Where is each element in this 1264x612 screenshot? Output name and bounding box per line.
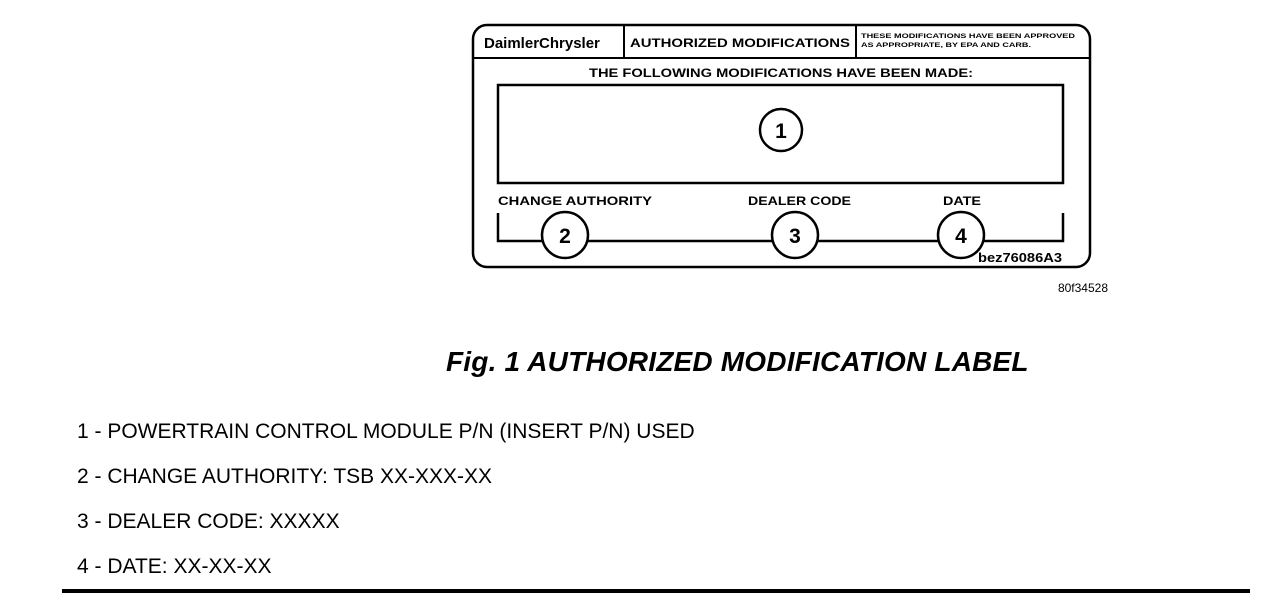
label-heading: AUTHORIZED MODIFICATIONS bbox=[630, 36, 850, 50]
callout-2: 2 bbox=[559, 225, 571, 248]
callout-3-circle bbox=[770, 210, 820, 260]
approval-note-line2: AS APPROPRIATE, BY EPA AND CARB. bbox=[861, 43, 1031, 49]
callout-3: 3 bbox=[789, 225, 801, 248]
figure-caption: Fig. 1 AUTHORIZED MODIFICATION LABEL bbox=[446, 346, 1029, 377]
legend-item-3: 3 - DEALER CODE: XXXXX bbox=[77, 510, 340, 533]
field-date: DATE bbox=[943, 194, 981, 208]
label-subheading: THE FOLLOWING MODIFICATIONS HAVE BEEN MA… bbox=[589, 66, 973, 80]
callout-1: 1 bbox=[775, 120, 787, 143]
label-code: bez76086A3 bbox=[978, 250, 1062, 265]
legend-item-1: 1 - POWERTRAIN CONTROL MODULE P/N (INSER… bbox=[77, 420, 695, 443]
legend-item-2: 2 - CHANGE AUTHORITY: TSB XX-XXX-XX bbox=[77, 465, 493, 488]
modifications-box bbox=[496, 83, 1065, 185]
field-dealer-code: DEALER CODE bbox=[748, 194, 851, 208]
callout-2-circle bbox=[540, 210, 590, 260]
page-rule bbox=[62, 589, 1250, 593]
legend-list: 1 - POWERTRAIN CONTROL MODULE P/N (INSER… bbox=[77, 418, 695, 598]
approval-note-line1: THESE MODIFICATIONS HAVE BEEN APPROVED bbox=[861, 34, 1076, 40]
callout-4: 4 bbox=[955, 225, 967, 248]
label-outline bbox=[471, 23, 1092, 269]
callout-4-circle bbox=[936, 210, 986, 260]
callout-1-circle bbox=[758, 107, 804, 153]
figure-code: 80f34528 bbox=[1058, 281, 1108, 295]
brand-name: DaimlerChrysler bbox=[484, 35, 600, 52]
legend-item-4: 4 - DATE: XX-XX-XX bbox=[77, 555, 272, 578]
field-change-authority: CHANGE AUTHORITY bbox=[498, 194, 652, 208]
